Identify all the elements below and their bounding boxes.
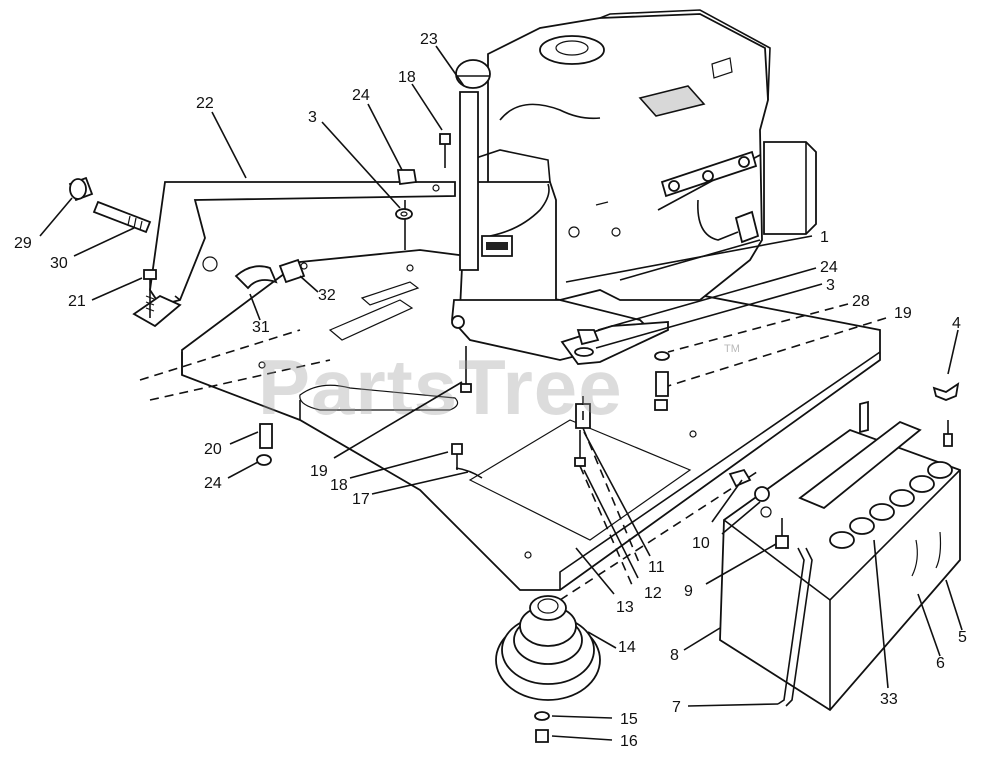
callout-24: 24 — [204, 475, 222, 492]
callout-16: 16 — [620, 733, 638, 750]
chassis-plate — [139, 249, 881, 601]
tank-bracket — [132, 181, 456, 328]
bolt-19-center — [460, 346, 472, 393]
nut-24-left — [256, 454, 272, 466]
svg-text:PartsTree: PartsTree — [258, 343, 623, 431]
callout-6: 6 — [936, 655, 945, 672]
watermark: PartsTree TM — [258, 343, 740, 431]
callout-12: 12 — [644, 585, 662, 602]
callout-3: 3 — [826, 277, 835, 294]
callout-4: 4 — [952, 315, 961, 332]
bolt-18-upper — [439, 133, 451, 168]
wing-nut-10 — [728, 468, 772, 518]
callout-18: 18 — [398, 69, 416, 86]
bolt-19-right — [654, 371, 669, 411]
callout-15: 15 — [620, 711, 638, 728]
callout-32: 32 — [318, 287, 336, 304]
callout-labels: 23 18 24 3 22 29 30 21 32 31 1 24 3 28 1… — [14, 31, 967, 750]
hold-down-rod-7 — [777, 400, 869, 707]
callout-18: 18 — [330, 477, 348, 494]
bushing-29 — [68, 176, 94, 202]
washer-3-center — [574, 347, 594, 357]
clip-17 — [455, 467, 483, 479]
callout-20: 20 — [204, 441, 222, 458]
bolt-16 — [535, 729, 549, 743]
bolt-21 — [143, 269, 157, 318]
callout-19: 19 — [310, 463, 328, 480]
svg-text:TM: TM — [724, 343, 740, 355]
callout-9: 9 — [684, 583, 693, 600]
callout-13: 13 — [616, 599, 634, 616]
callout-31: 31 — [252, 319, 270, 336]
washer-28 — [654, 351, 670, 361]
callout-24: 24 — [352, 87, 370, 104]
callout-11: 11 — [648, 559, 665, 576]
nut-24-center — [576, 329, 600, 346]
callout-19: 19 — [894, 305, 912, 322]
callout-8: 8 — [670, 647, 679, 664]
pulley-14 — [495, 595, 601, 701]
leader-lines — [39, 45, 963, 741]
callout-3: 3 — [308, 109, 317, 126]
battery-cell-caps — [829, 461, 953, 549]
callout-21: 21 — [68, 293, 86, 310]
callout-7: 7 — [672, 699, 681, 716]
callout-29: 29 — [14, 235, 32, 252]
callout-5: 5 — [958, 629, 967, 646]
callout-28: 28 — [852, 293, 870, 310]
callout-23: 23 — [420, 31, 438, 48]
washer-15 — [534, 711, 550, 721]
bolt-18-lower — [451, 443, 463, 470]
washer-3-upper — [395, 208, 413, 220]
callout-1: 1 — [820, 229, 829, 246]
callout-33: 33 — [880, 691, 898, 708]
stud-11 — [575, 395, 641, 566]
nut-24-upper — [396, 169, 418, 186]
callout-14: 14 — [618, 639, 636, 656]
callout-17: 17 — [352, 491, 370, 508]
callout-22: 22 — [196, 95, 214, 112]
spacer-20 — [259, 423, 273, 449]
rod-30 — [92, 200, 152, 234]
fitting-32 — [202, 256, 306, 284]
callout-10: 10 — [692, 535, 710, 552]
wing-nut-4 — [932, 382, 960, 401]
bolt-12 — [574, 430, 633, 586]
bolt-9 — [775, 518, 789, 549]
callout-30: 30 — [50, 255, 68, 272]
elbow-hose-31 — [234, 265, 278, 290]
battery — [719, 420, 961, 712]
callout-24: 24 — [820, 259, 838, 276]
